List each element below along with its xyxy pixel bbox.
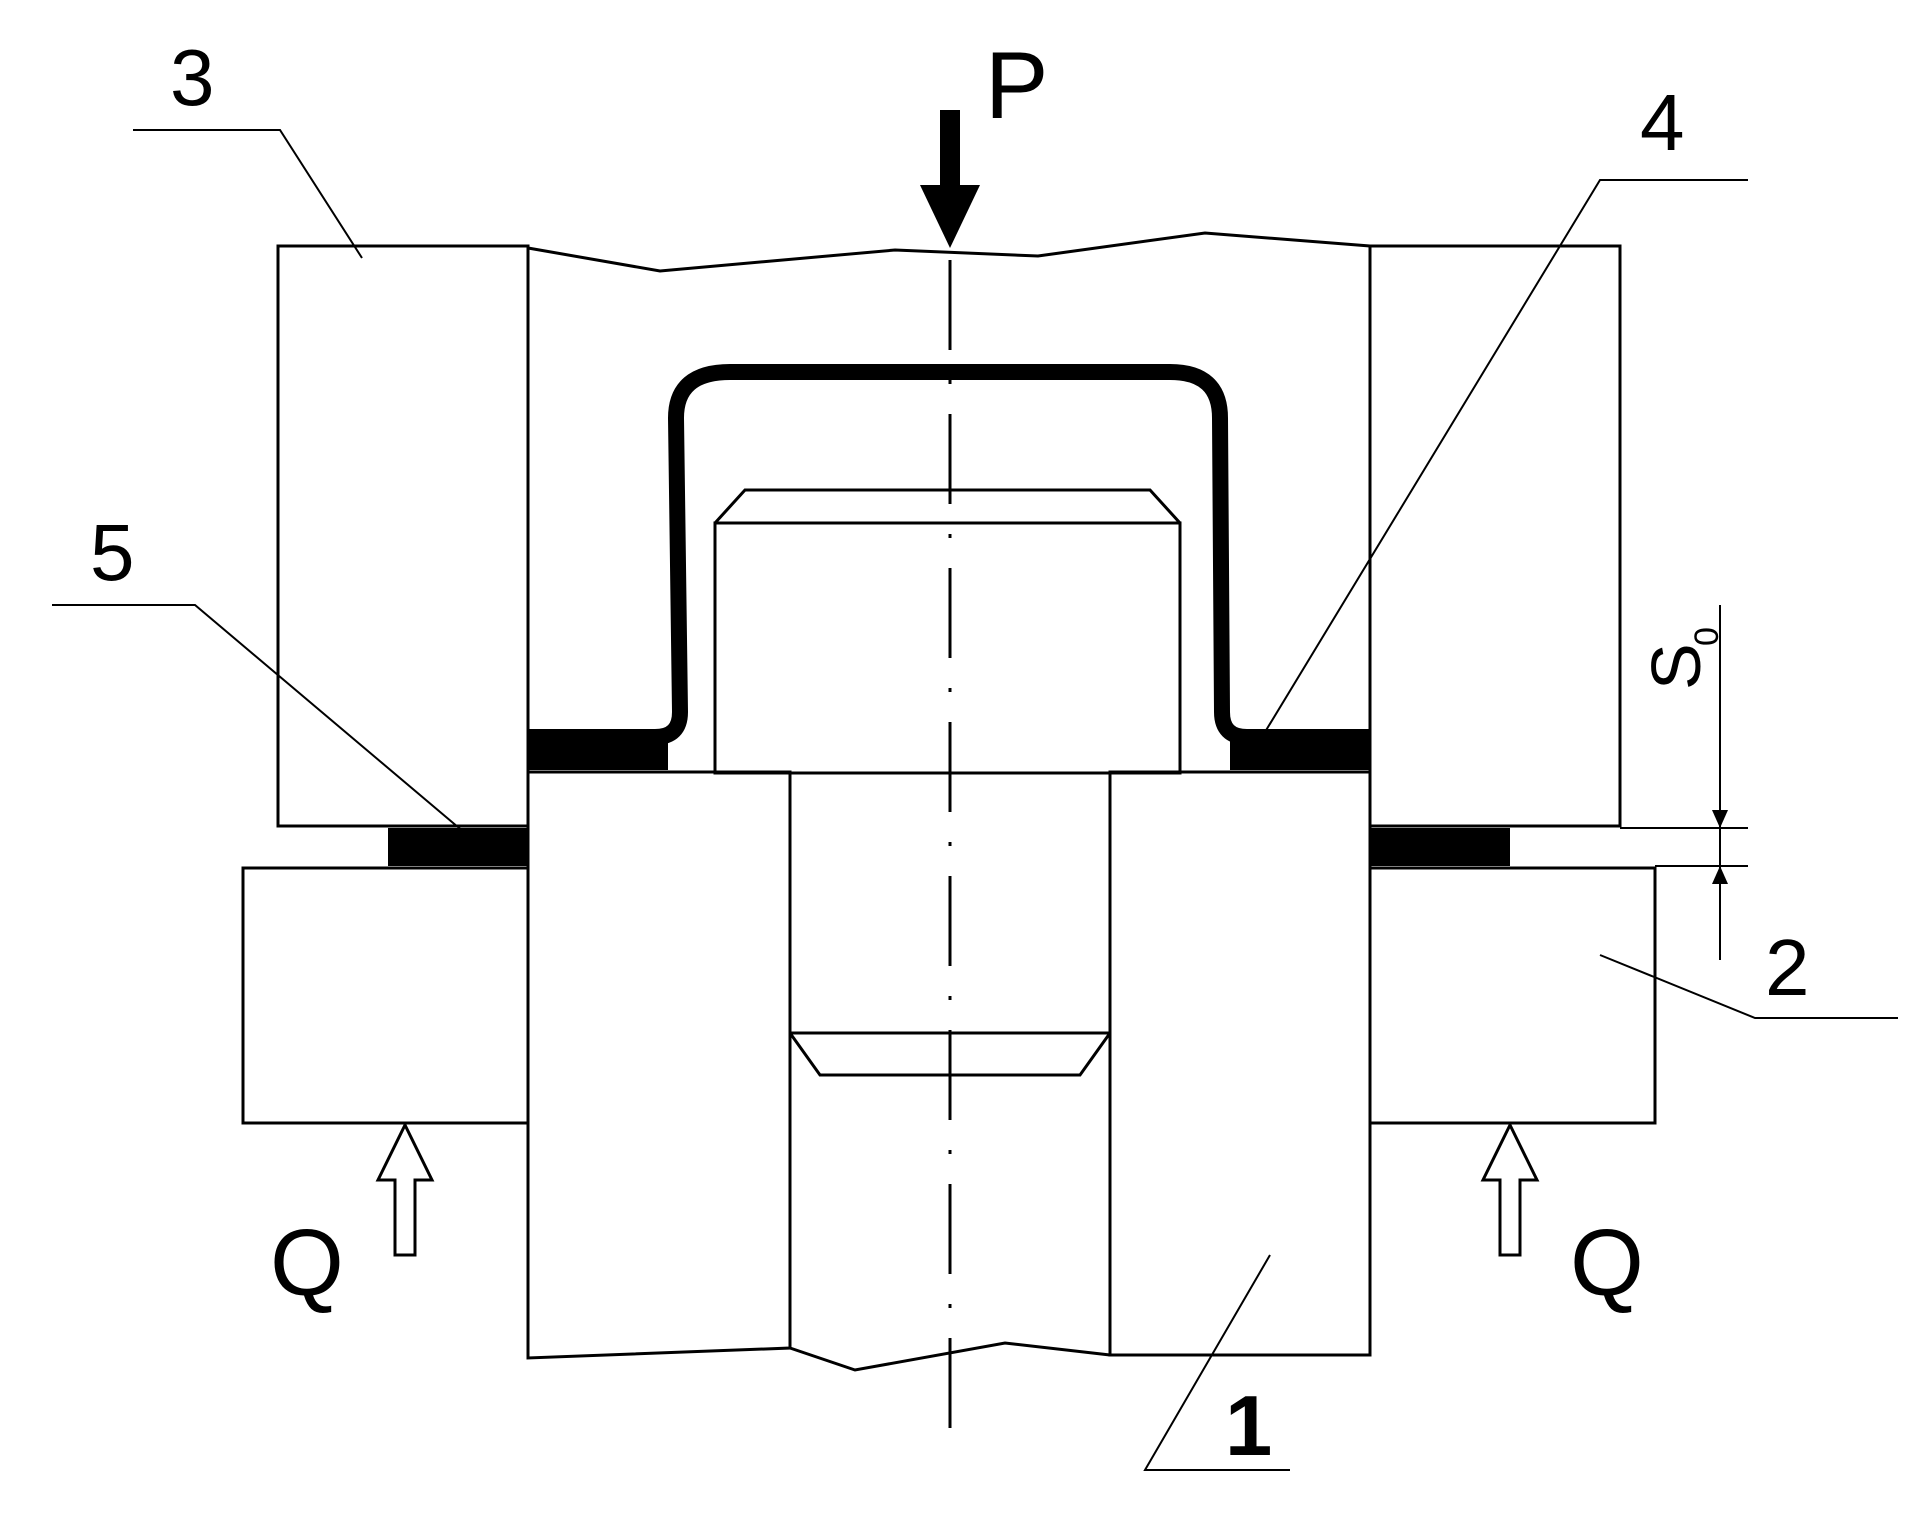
label-q-right: Q (1570, 1210, 1644, 1316)
ejector-block (713, 488, 1182, 775)
upper-break-line (527, 231, 1371, 273)
label-part-1: 1 (1225, 1379, 1272, 1474)
spacer-right (1370, 828, 1510, 866)
cup-flange-right (1230, 730, 1370, 770)
label-part-4: 4 (1640, 78, 1685, 167)
label-part-3: 3 (170, 33, 215, 122)
dimension-s0 (1620, 605, 1748, 960)
force-q-arrow-left (375, 1121, 435, 1257)
spacer-left (388, 828, 528, 866)
leader-3 (133, 129, 363, 259)
label-dim-s: S (1637, 643, 1715, 690)
leader-2 (1599, 954, 1898, 1019)
punch-right (1108, 770, 1372, 1357)
punch-left (526, 770, 792, 1360)
blank-holder-left (241, 866, 530, 1125)
force-p-arrow (920, 110, 980, 248)
label-dim-s-sub: 0 (1688, 627, 1726, 646)
cup-flange-left (528, 730, 668, 770)
blank-holder-right (1368, 866, 1657, 1125)
upper-die-left (276, 244, 530, 828)
label-p: P (985, 33, 1048, 139)
leader-5 (52, 604, 466, 834)
drawn-cup (528, 364, 1370, 745)
upper-die-right (1368, 244, 1622, 828)
force-q-arrow-right (1480, 1121, 1540, 1257)
leader-1 (1143, 1254, 1290, 1471)
leader-4 (1264, 179, 1748, 733)
label-part-5: 5 (90, 508, 135, 597)
label-part-2: 2 (1765, 923, 1810, 1012)
label-q-left: Q (270, 1210, 344, 1316)
